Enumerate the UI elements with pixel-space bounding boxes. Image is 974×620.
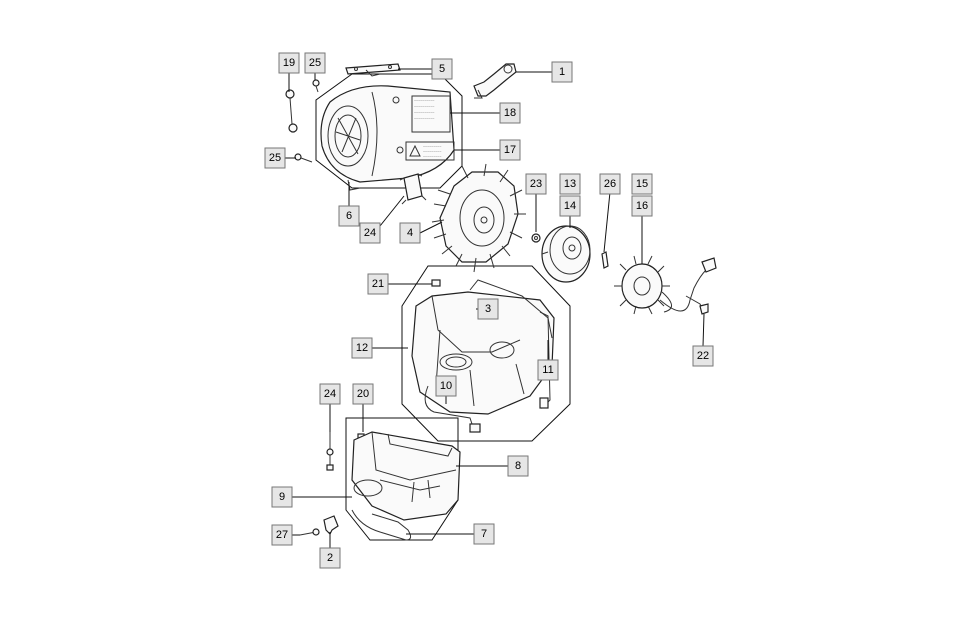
label-10: 10	[435, 375, 457, 397]
bracket-part	[473, 63, 517, 99]
gasket-7-part	[351, 509, 412, 541]
flywheel-part	[431, 163, 526, 273]
label-20-text: 20	[357, 388, 369, 400]
label-17-text: 17	[504, 144, 516, 156]
label-7: 7	[473, 523, 495, 545]
label-15-text: 15	[636, 178, 648, 190]
svg-text:~~~~~~~~~~: ~~~~~~~~~~	[414, 117, 434, 121]
label-4: 4	[399, 222, 421, 244]
label-25-top-text: 25	[309, 57, 321, 69]
svg-text:~~~~~~~~~: ~~~~~~~~~	[423, 155, 441, 159]
stator-part	[614, 255, 717, 315]
screw-25-left-part	[294, 153, 313, 163]
lower-cover-part	[351, 431, 461, 521]
label-24-lower-text: 24	[324, 388, 336, 400]
label-1-text: 1	[559, 66, 565, 78]
screw-25-top-part	[312, 79, 320, 93]
label-23-text: 23	[530, 178, 542, 190]
label-25-top: 25	[304, 52, 326, 74]
lower-cover-group-outline	[345, 417, 459, 541]
shroud-group-outline	[401, 265, 571, 442]
label-16: 16	[631, 195, 653, 217]
label-2: 2	[319, 547, 341, 569]
svg-text:~~~~~~~~~~: ~~~~~~~~~~	[414, 111, 434, 115]
label-14: 14	[559, 195, 581, 217]
rotor-cup-part	[541, 225, 591, 283]
svg-text:~~~~~~~~~: ~~~~~~~~~	[423, 150, 441, 154]
key-26-part	[601, 251, 609, 269]
grommet-21-part	[431, 279, 441, 287]
svg-text:~~~~~~~~~: ~~~~~~~~~	[423, 145, 441, 149]
label-7-text: 7	[481, 528, 487, 540]
label-25-left-text: 25	[269, 152, 281, 164]
connector-22-part	[699, 303, 709, 315]
clip-24-upper-part	[399, 173, 427, 205]
label-27-text: 27	[276, 529, 288, 541]
label-18-text: 18	[504, 107, 516, 119]
label-14-text: 14	[564, 200, 576, 212]
label-3-text: 3	[485, 303, 491, 315]
label-9: 9	[271, 486, 293, 508]
label-6-text: 6	[346, 210, 352, 222]
label-5: 5	[431, 58, 453, 80]
label-19: 19	[278, 52, 300, 74]
label-4-text: 4	[407, 227, 413, 239]
svg-text:~~~~~~~~~~: ~~~~~~~~~~	[414, 105, 434, 109]
label-25-left: 25	[264, 147, 286, 169]
label-13: 13	[559, 173, 581, 195]
label-3: 3	[477, 298, 499, 320]
label-2-text: 2	[327, 552, 333, 564]
nut-23-part	[531, 233, 541, 243]
screw-19-part	[285, 89, 298, 133]
fan-housing-group-outline	[315, 73, 463, 189]
label-6: 6	[338, 205, 360, 227]
label-18: 18	[499, 102, 521, 124]
label-19-text: 19	[283, 57, 295, 69]
label-9-text: 9	[279, 491, 285, 503]
stud-24-lower-part	[326, 432, 334, 471]
screw-27-part	[299, 528, 320, 536]
label-27: 27	[271, 524, 293, 546]
label-5-text: 5	[439, 63, 445, 75]
label-26: 26	[599, 173, 621, 195]
label-24-lower: 24	[319, 383, 341, 405]
label-23: 23	[525, 173, 547, 195]
fan-housing-part: ~~~~~~~~~~ ~~~~~~~~~~ ~~~~~~~~~~ ~~~~~~~…	[320, 85, 455, 191]
label-24-upper: 24	[359, 222, 381, 244]
label-12-text: 12	[356, 342, 368, 354]
bracket-strip-part	[345, 63, 401, 77]
label-15: 15	[631, 173, 653, 195]
label-8: 8	[507, 455, 529, 477]
label-17: 17	[499, 139, 521, 161]
label-1: 1	[551, 61, 573, 83]
label-8-text: 8	[515, 460, 521, 472]
label-26-text: 26	[604, 178, 616, 190]
label-22: 22	[692, 345, 714, 367]
label-20: 20	[352, 383, 374, 405]
label-21-text: 21	[372, 278, 384, 290]
label-12: 12	[351, 337, 373, 359]
clip-2-part	[323, 515, 339, 536]
label-13-text: 13	[564, 178, 576, 190]
label-10-text: 10	[440, 380, 452, 392]
label-21: 21	[367, 273, 389, 295]
label-24-upper-text: 24	[364, 227, 376, 239]
label-22-text: 22	[697, 350, 709, 362]
svg-text:~~~~~~~~~~: ~~~~~~~~~~	[414, 99, 434, 103]
label-11: 11	[537, 359, 559, 381]
leader-lines	[285, 68, 705, 548]
label-11-text: 11	[542, 364, 553, 376]
label-16-text: 16	[636, 200, 648, 212]
